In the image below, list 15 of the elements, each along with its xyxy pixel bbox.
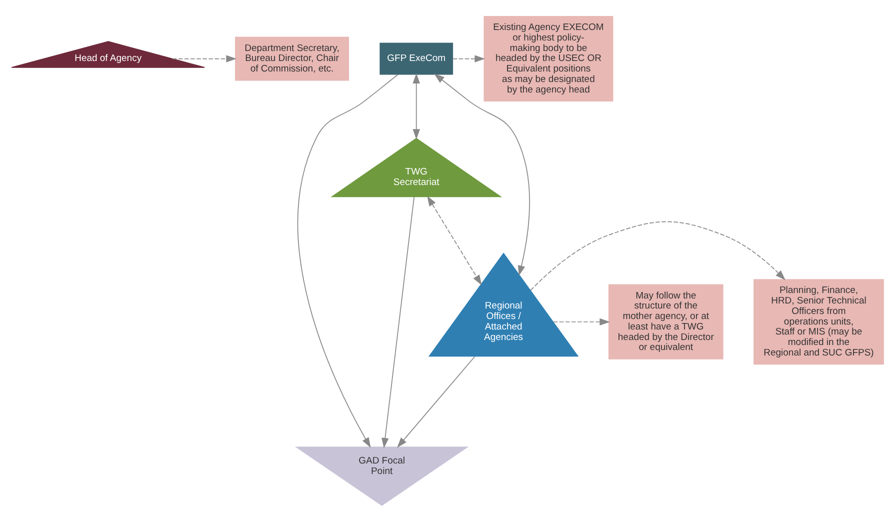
arrow (452, 54, 486, 62)
arrow (382, 196, 415, 448)
arrow (397, 355, 476, 448)
arrow (434, 73, 530, 276)
node-box: May follow the structure of the mother agency, or at least have a TWG headed by the Director or equivalent (608, 284, 724, 359)
arrow (530, 220, 786, 290)
arrow (412, 72, 420, 140)
arrow (172, 54, 237, 62)
node-box: Existing Agency EXECOM or highest policy-making body to be headed by the USEC OR Equivalent positions as may be designated by the agency head (484, 16, 614, 101)
node-box: GFP ExeCom (380, 42, 454, 74)
arrow (552, 318, 610, 325)
node-box: Department Secretary, Bureau Director, Chair of Commission, etc. (235, 36, 349, 80)
node-box: Planning, Finance, HRD, Senior Technical Officers from operations units, Staff or MIS (may be modified in the Regional and SUC GFPS) (754, 278, 884, 364)
arrow (297, 74, 398, 448)
arrow (427, 195, 482, 285)
